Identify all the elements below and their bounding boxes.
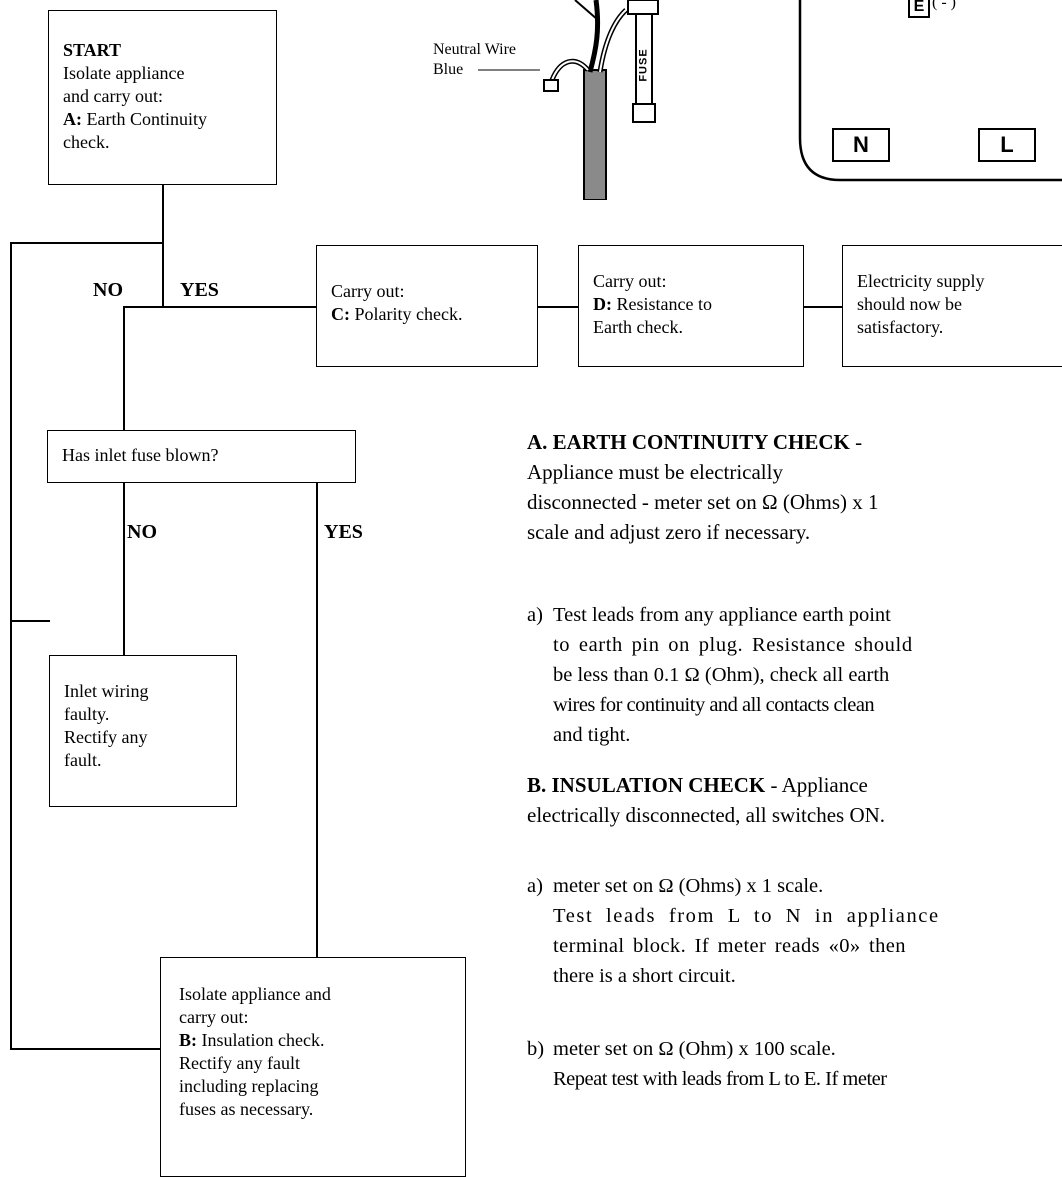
resistance-line-1: Carry out: xyxy=(593,271,667,291)
section-a-item-a-marker: a) xyxy=(527,604,543,626)
section-a-line-3: scale and adjust zero if necessary. xyxy=(527,520,811,544)
section-b-item-a-line-3: terminal block. If meter reads «0» then xyxy=(553,935,906,957)
polarity-line-2: Polarity check. xyxy=(350,304,463,324)
branch-1-yes-label: YES xyxy=(180,279,219,301)
branch-2-no-label: NO xyxy=(127,521,157,543)
supply-box: Electricity supply should now be satisfa… xyxy=(842,245,1062,367)
start-line-1: Isolate appliance xyxy=(63,63,185,83)
insulation-box: Isolate appliance and carry out: B: Insu… xyxy=(160,957,466,1177)
start-line-3: Earth Continuity xyxy=(82,109,208,129)
inlet-line-4: fault. xyxy=(64,750,102,770)
inlet-to-left-line xyxy=(10,620,50,622)
section-b-item-b-line-2: Repeat test with leads from L to E. If m… xyxy=(553,1068,887,1090)
section-b-item-a-line-2: Test leads from L to N in appliance xyxy=(553,905,940,927)
section-a: A. EARTH CONTINUITY CHECK - Appliance mu… xyxy=(527,427,1062,547)
insulation-line-6: fuses as necessary. xyxy=(179,1099,314,1119)
no-branch-left xyxy=(10,242,12,1049)
section-a-line-2: disconnected - meter set on Ω (Ohms) x 1 xyxy=(527,490,879,514)
resistance-box: Carry out: D: Resistance to Earth check. xyxy=(578,245,804,367)
section-b: B. INSULATION CHECK - Appliance electric… xyxy=(527,770,1062,830)
branch-1-no-label: NO xyxy=(93,279,123,301)
resistance-check-code: D: xyxy=(593,294,612,314)
plug-outline xyxy=(798,0,1062,182)
inlet-line-2: faulty. xyxy=(64,704,110,724)
polarity-to-resistance xyxy=(537,306,579,308)
section-b-heading: B. INSULATION CHECK xyxy=(527,773,766,797)
inlet-line-1: Inlet wiring xyxy=(64,681,149,701)
fuse-no-line xyxy=(123,482,125,656)
start-title: START xyxy=(63,40,122,60)
section-b-item-b-line-1: meter set on Ω (Ohm) x 100 scale. xyxy=(553,1038,836,1060)
start-down-line xyxy=(162,183,164,243)
grey-cable xyxy=(583,69,607,200)
insulation-line-3: Insulation check. xyxy=(197,1030,325,1050)
section-a-heading-tail: - xyxy=(849,430,863,454)
fuse-label-wrap: FUSE xyxy=(636,40,652,90)
yes-down-line xyxy=(162,242,164,308)
section-a-item-a-line-3: be less than 0.1 Ω (Ohm), check all eart… xyxy=(553,664,890,686)
section-a-item-a-line-5: and tight. xyxy=(553,724,631,746)
section-a-heading: A. EARTH CONTINUITY CHECK xyxy=(527,430,850,454)
fuse-question-box: Has inlet fuse blown? xyxy=(47,430,356,483)
insulation-check-code: B: xyxy=(179,1030,197,1050)
terminal-l: L xyxy=(978,128,1036,162)
no-branch-top xyxy=(10,242,164,244)
polarity-box: Carry out: C: Polarity check. xyxy=(316,245,538,367)
fuse-question: Has inlet fuse blown? xyxy=(62,445,219,465)
branch-2-yes-label: YES xyxy=(324,521,363,543)
terminal-e: E xyxy=(908,0,930,18)
fuse-label: FUSE xyxy=(638,48,650,82)
start-line-2: and carry out: xyxy=(63,86,163,106)
section-b-line-2: electrically disconnected, all switches … xyxy=(527,803,886,827)
insulation-line-1: Isolate appliance and xyxy=(179,984,331,1004)
inlet-wiring-box: Inlet wiring faulty. Rectify any fault. xyxy=(49,655,237,807)
section-a-item-a-line-4: wires for continuity and all contacts cl… xyxy=(553,694,875,716)
supply-line-3: satisfactory. xyxy=(857,317,944,337)
insulation-line-4: Rectify any fault xyxy=(179,1053,300,1073)
neutral-wire-label: Neutral Wire xyxy=(433,41,517,58)
yes-horizontal xyxy=(123,306,317,308)
section-b-item-b-marker: b) xyxy=(527,1038,545,1060)
no-branch-bottom xyxy=(10,1048,160,1050)
start-line-4: check. xyxy=(63,132,110,152)
insulation-line-5: including replacing xyxy=(179,1076,319,1096)
fuse-yes-line xyxy=(316,482,318,958)
start-check-code: A: xyxy=(63,109,82,129)
neutral-wire-colour-label: Blue xyxy=(433,61,464,78)
terminal-n: N xyxy=(832,128,890,162)
section-b-item-a-line-1: meter set on Ω (Ohms) x 1 scale. xyxy=(553,875,824,897)
section-b-item-a-line-4: there is a short circuit. xyxy=(553,965,736,987)
yes-to-fuse-question xyxy=(123,306,125,430)
neutral-wire-terminal xyxy=(543,79,559,92)
live-wire xyxy=(587,0,601,73)
section-b-heading-tail: - Appliance xyxy=(765,773,868,797)
polarity-line-1: Carry out: xyxy=(331,281,405,301)
start-box: START Isolate appliance and carry out: A… xyxy=(48,10,277,185)
section-a-item-a-line-2: to earth pin on plug. Resistance should xyxy=(553,634,913,656)
supply-line-1: Electricity supply xyxy=(857,271,985,291)
resistance-line-2: Resistance to xyxy=(612,294,712,314)
terminal-e-bracket: ( - ) xyxy=(932,0,956,11)
section-a-line-1: Appliance must be electrically xyxy=(527,460,783,484)
section-b-item-a-marker: a) xyxy=(527,875,543,897)
section-a-item-a-line-1: Test leads from any appliance earth poin… xyxy=(553,604,891,626)
inlet-line-3: Rectify any xyxy=(64,727,148,747)
supply-line-2: should now be xyxy=(857,294,962,314)
polarity-check-code: C: xyxy=(331,304,350,324)
plug-wiring-diagram xyxy=(478,0,1062,200)
resistance-line-3: Earth check. xyxy=(593,317,683,337)
resistance-to-supply xyxy=(803,306,843,308)
insulation-line-2: carry out: xyxy=(179,1007,249,1027)
